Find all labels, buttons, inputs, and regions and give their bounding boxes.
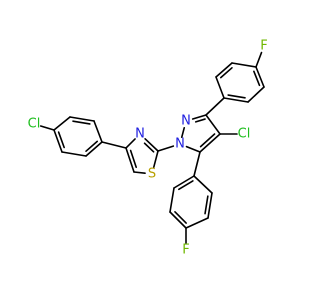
bond-u4-u5 xyxy=(231,62,257,68)
bond-u6-u1 xyxy=(215,76,225,99)
bond-l6-l1 xyxy=(193,175,213,194)
bond-inner-t4-t5 xyxy=(129,149,138,169)
bond-l4-l5 xyxy=(185,217,209,229)
bond-t2-n_t xyxy=(144,138,159,152)
bond-inner-l1-l2 xyxy=(178,180,194,191)
bond-cp2-cp3 xyxy=(69,116,95,122)
atom-label-f-top: F xyxy=(260,39,267,54)
bond-inner-u5-u6 xyxy=(219,67,233,79)
bond-n2-c3 xyxy=(191,114,207,120)
atom-label-f-bottom: F xyxy=(182,243,189,258)
bond-s-t2 xyxy=(152,150,159,169)
bond-u4-f_top xyxy=(255,51,263,68)
atom-label-cl-mid: Cl xyxy=(238,127,251,142)
bond-c5-l1 xyxy=(193,151,201,177)
atom-label-n-pyrazole-1: N xyxy=(175,137,185,152)
bond-c3-u1 xyxy=(205,97,225,116)
atom-label-n-thiazole: N xyxy=(135,127,145,142)
bond-t5-s xyxy=(133,171,146,175)
bond-inner-cp6-cp1 xyxy=(57,131,65,149)
bond-inner-cp4-cp5 xyxy=(85,140,99,152)
bond-inner-l5-l6 xyxy=(204,195,209,215)
bonds xyxy=(39,51,265,244)
bond-inner-l3-l4 xyxy=(174,211,187,224)
bond-u1-u2 xyxy=(223,97,249,103)
bond-u5-u6 xyxy=(215,62,233,78)
bond-inner-u1-u2 xyxy=(227,94,246,99)
bond-cp1-cp2 xyxy=(53,116,71,131)
bond-cp4-cp5 xyxy=(85,141,103,157)
bond-inner-c4-c5 xyxy=(199,133,216,148)
bond-t2-n1 xyxy=(157,145,175,152)
bond-u3-u4 xyxy=(255,66,265,88)
atom-label-n-pyrazole-2: N xyxy=(181,114,191,129)
bond-l5-l6 xyxy=(207,192,213,219)
bond-cp4-t4 xyxy=(101,141,127,149)
bond-inner-n2-c3 xyxy=(194,118,206,123)
bond-c5-n1 xyxy=(185,145,201,153)
bond-cp5-cp6 xyxy=(61,151,87,157)
bond-u2-u3 xyxy=(247,86,265,103)
bond-inner-cp2-cp3 xyxy=(72,120,91,125)
bond-cp3-cp4 xyxy=(93,120,103,143)
bond-inner-t2-n_t xyxy=(143,142,155,153)
bond-c3-c4 xyxy=(205,114,221,135)
bond-cl_left-cp1 xyxy=(39,125,55,131)
bond-cp6-cp1 xyxy=(53,129,63,153)
bond-n_t-t4 xyxy=(125,138,136,149)
atom-label-s-thiazole: S xyxy=(148,167,156,182)
bond-n1-n2 xyxy=(180,126,186,139)
bond-l2-l3 xyxy=(169,187,175,213)
bond-l1-l2 xyxy=(173,175,195,189)
bond-c4-c5 xyxy=(199,133,221,153)
bond-inner-u3-u4 xyxy=(253,70,261,87)
bond-t4-t5 xyxy=(125,147,135,173)
atom-label-cl-left: Cl xyxy=(28,117,41,132)
bond-l3-l4 xyxy=(169,211,187,229)
